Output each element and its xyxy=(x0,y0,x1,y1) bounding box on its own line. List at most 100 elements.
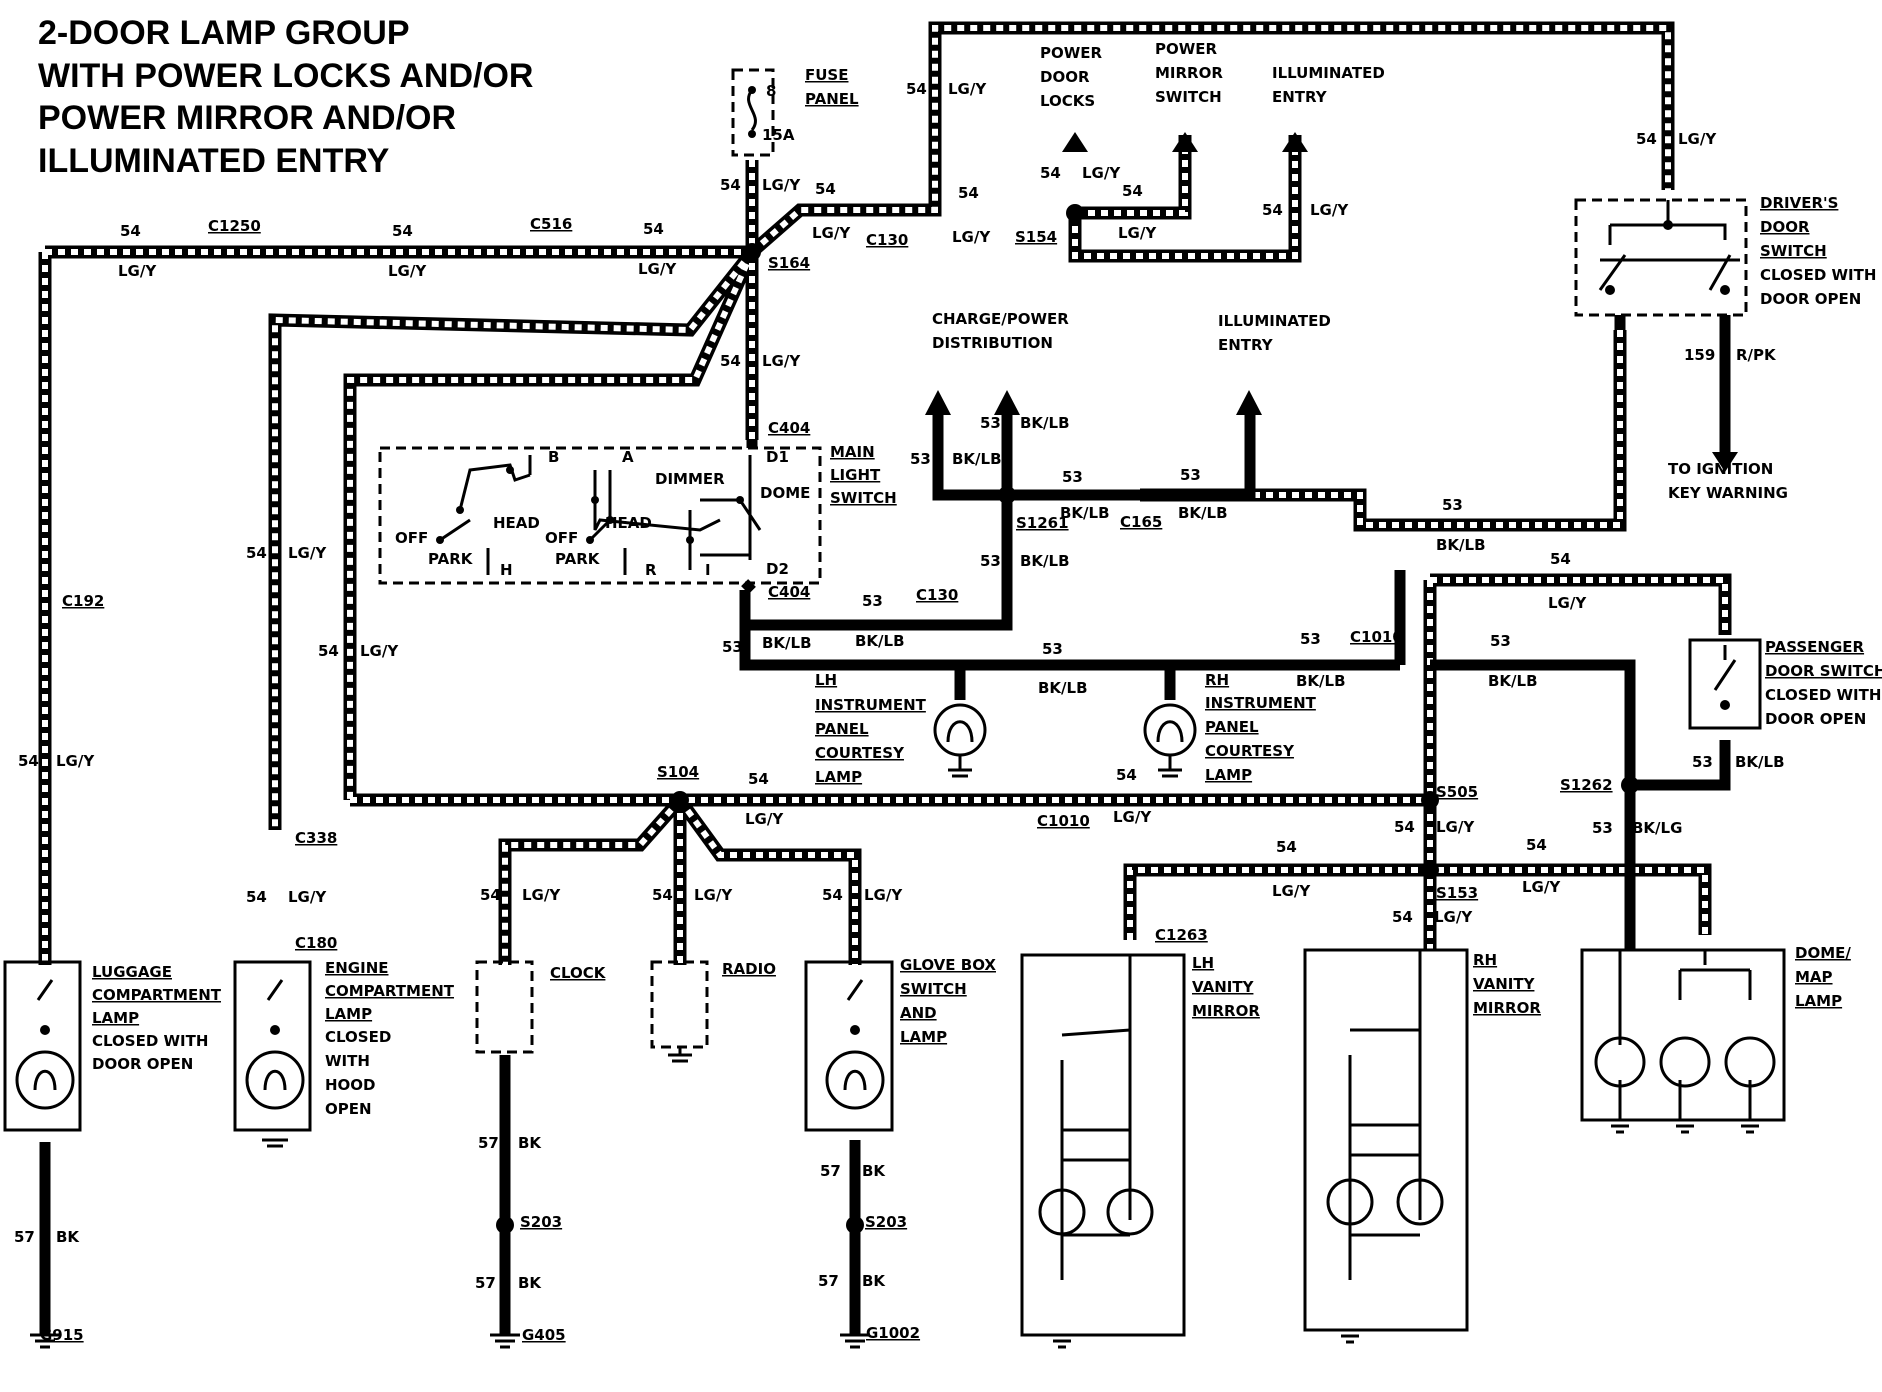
radio-label: RADIO xyxy=(722,960,776,978)
label-s1262: S1262 xyxy=(1560,776,1613,794)
wire-color: LG/Y xyxy=(1082,164,1121,182)
main-switch-off-2: OFF xyxy=(545,529,578,547)
luggage-filament xyxy=(33,1069,57,1091)
illuminated-entry-top-label-1: ILLUMINATED xyxy=(1272,64,1385,82)
engine-filament-and-ground xyxy=(262,1069,288,1148)
label-c1010-bottom: C1010 xyxy=(1037,812,1090,830)
engine-lamp-box xyxy=(233,960,312,1132)
luggage-lamp-box xyxy=(3,960,82,1132)
engine-label-1: ENGINE xyxy=(325,959,389,977)
lh-vanity-label-2: VANITY xyxy=(1192,978,1255,996)
label-c1263: C1263 xyxy=(1155,926,1208,944)
passenger-door-switch: PASSENGER DOOR SWITCH CLOSED WITH DOOR O… xyxy=(1688,638,1882,730)
wire-num: 54 xyxy=(822,886,843,904)
wire-color: BK/LB xyxy=(762,634,812,652)
title-line-4: ILLUMINATED ENTRY xyxy=(38,142,390,180)
wire-color: BK/LB xyxy=(1020,552,1070,570)
wire-num: 54 xyxy=(906,80,927,98)
label-c404-bottom: C404 xyxy=(768,583,810,601)
lh-courtesy-filament xyxy=(946,720,974,778)
wire-num: 53 xyxy=(1042,640,1063,658)
luggage-switch-blade xyxy=(36,979,54,1001)
clock-label: CLOCK xyxy=(550,964,607,982)
wire-color: LG/Y xyxy=(762,352,801,370)
wire-num: 54 xyxy=(643,220,664,238)
wire-num: 57 xyxy=(14,1228,35,1246)
passenger-switch-contacts xyxy=(1713,645,1737,691)
passenger-door-label-1: PASSENGER xyxy=(1765,638,1865,656)
luggage-label-1: LUGGAGE xyxy=(92,963,172,981)
label-g405: G405 xyxy=(522,1326,566,1344)
fuse-terminal-bottom xyxy=(748,130,756,138)
drivers-door-label-1: DRIVER'S xyxy=(1760,194,1838,212)
wire-num: 53 xyxy=(1062,468,1083,486)
label-s154: S154 xyxy=(1015,228,1057,246)
radio-box xyxy=(650,960,709,1049)
drivers-switch-leads xyxy=(1614,315,1731,350)
drivers-door-label-5: DOOR OPEN xyxy=(1760,290,1861,308)
wire-num: 54 xyxy=(18,752,39,770)
drivers-door-label-2: DOOR xyxy=(1760,218,1810,236)
wire-num: 53 xyxy=(1692,753,1713,771)
wire-num: 54 xyxy=(652,886,673,904)
label-g915: G915 xyxy=(40,1326,84,1344)
wire-color: LG/Y xyxy=(360,642,399,660)
lh-vanity-label-1: LH xyxy=(1192,954,1214,972)
fuse-element-icon xyxy=(747,89,757,131)
power-door-locks-label-3: LOCKS xyxy=(1040,92,1095,110)
ground-icon-g915 xyxy=(30,1333,60,1349)
wire-num: 54 xyxy=(246,888,267,906)
ground-icon-lh-vanity xyxy=(1048,1333,1076,1349)
ground-icon-rh-vanity xyxy=(1336,1328,1364,1344)
rh-courtesy-label-5: LAMP xyxy=(1205,766,1252,784)
dome-map-lamp-box xyxy=(1580,948,1786,1122)
diagram-title: 2-DOOR LAMP GROUP WITH POWER LOCKS AND/O… xyxy=(38,14,534,180)
wire-num: 54 xyxy=(1262,201,1283,219)
wire-num: 54 xyxy=(1550,550,1571,568)
wire-num: 53 xyxy=(1300,630,1321,648)
rh-courtesy-lamp: RH INSTRUMENT PANEL COURTESY LAMP xyxy=(1143,671,1317,784)
splice-s153 xyxy=(1421,861,1439,879)
wire-color: BK/LB xyxy=(952,450,1002,468)
illuminated-entry-mid-label-2: ENTRY xyxy=(1218,336,1274,354)
splice-s203-clock xyxy=(496,1216,514,1234)
label-s505: S505 xyxy=(1436,783,1478,801)
title-line-1: 2-DOOR LAMP GROUP xyxy=(38,14,410,52)
glove-box-lamp-box xyxy=(804,960,894,1132)
wire-color: LG/Y xyxy=(694,886,733,904)
wire-color: LG/Y xyxy=(1678,130,1717,148)
luggage-compartment-lamp: LUGGAGE COMPARTMENT LAMP CLOSED WITH DOO… xyxy=(3,960,222,1132)
fuse-box xyxy=(731,68,775,157)
main-light-switch: B A D1 D2 DIMMER DOME HEAD HEAD OFF OFF … xyxy=(378,443,897,585)
rh-vanity-internals xyxy=(1348,950,1422,1280)
wire-num: 54 xyxy=(748,770,769,788)
main-switch-contact-1 xyxy=(456,506,464,514)
label-c404-top: C404 xyxy=(768,419,810,437)
illuminated-entry-mid-label-1: ILLUMINATED xyxy=(1218,312,1331,330)
label-c130-mid: C130 xyxy=(916,586,958,604)
wire-num: 53 xyxy=(910,450,931,468)
engine-label-3: LAMP xyxy=(325,1005,372,1023)
engine-label-7: OPEN xyxy=(325,1100,372,1118)
fuse-label-1: FUSE xyxy=(805,66,848,84)
splices xyxy=(496,204,1639,1234)
label-c192: C192 xyxy=(62,592,104,610)
charge-power-label-2: DISTRIBUTION xyxy=(932,334,1053,352)
main-switch-park-1: PARK xyxy=(428,550,474,568)
wire-num: 159 xyxy=(1684,346,1715,364)
splice-s203-glove xyxy=(846,1216,864,1234)
lh-vanity-bulb-2-icon xyxy=(1106,1188,1154,1236)
wire-num: 53 xyxy=(1442,496,1463,514)
fuse-panel: 8 15A FUSE PANEL xyxy=(731,66,859,157)
splice-s104 xyxy=(671,791,689,809)
wire-color: BK/LB xyxy=(1020,414,1070,432)
power-mirror-label-3: SWITCH xyxy=(1155,88,1222,106)
lh-courtesy-label-5: LAMP xyxy=(815,768,862,786)
lh-vanity-internals xyxy=(1060,955,1132,1280)
fuse-number: 8 xyxy=(766,82,776,100)
label-s153: S153 xyxy=(1436,884,1478,902)
wire-color: LG/Y xyxy=(56,752,95,770)
drivers-door-label-3: SWITCH xyxy=(1760,242,1827,260)
lh-courtesy-label-4: COURTESY xyxy=(815,744,905,762)
